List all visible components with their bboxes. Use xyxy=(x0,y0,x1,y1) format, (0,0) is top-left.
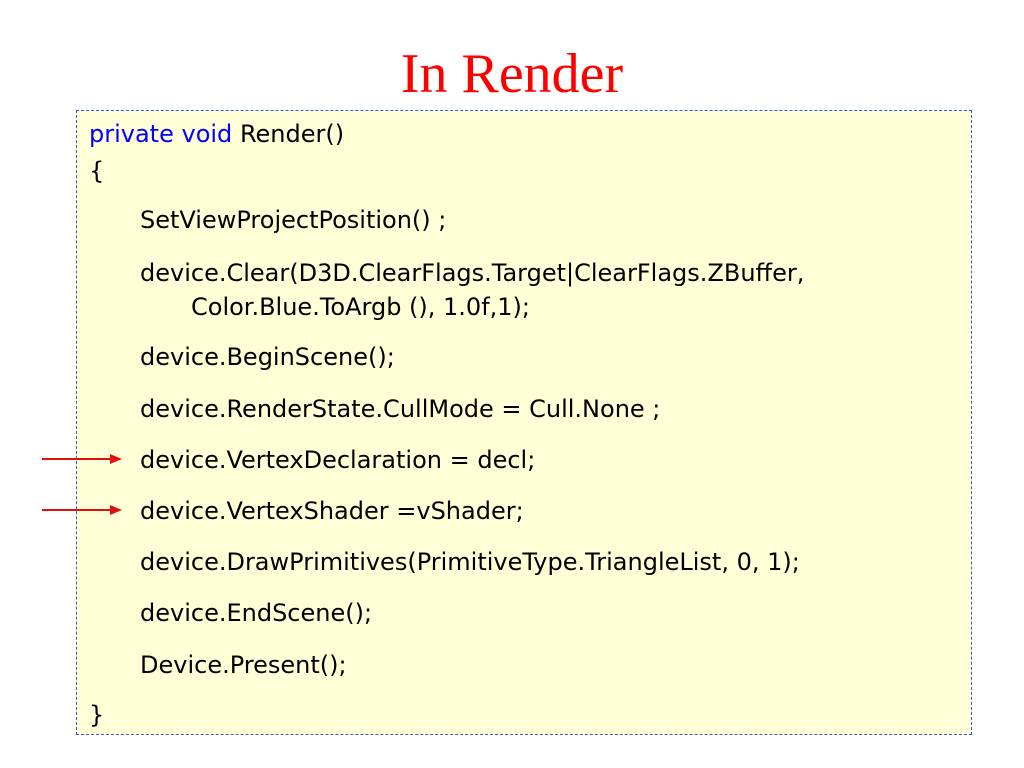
code-line-close-brace: } xyxy=(89,701,105,729)
slide-title: In Render xyxy=(400,43,624,105)
right-arrow-icon xyxy=(42,454,122,464)
code-line: device.Clear(D3D.ClearFlags.Target|Clear… xyxy=(140,259,805,287)
code-line: device.RenderState.CullMode = Cull.None … xyxy=(140,395,661,423)
code-line-highlighted: device.VertexDeclaration = decl; xyxy=(140,446,536,474)
code-line-highlighted: device.VertexShader =vShader; xyxy=(140,497,524,525)
code-line: device.BeginScene(); xyxy=(140,343,395,371)
method-name: Render() xyxy=(239,120,345,148)
code-line-continuation: Color.Blue.ToArgb (), 1.0f,1); xyxy=(191,293,530,321)
code-line: device.DrawPrimitives(PrimitiveType.Tria… xyxy=(140,548,800,576)
code-line: SetViewProjectPosition() ; xyxy=(140,206,447,234)
keyword-private: private xyxy=(89,120,174,148)
code-line: Device.Present(); xyxy=(140,651,347,679)
keyword-void: void xyxy=(181,120,233,148)
right-arrow-icon xyxy=(42,505,122,515)
code-line-signature: private void Render() xyxy=(89,120,344,148)
code-line-open-brace: { xyxy=(89,157,105,185)
code-line: device.EndScene(); xyxy=(140,599,373,627)
code-box: private void Render() { SetViewProjectPo… xyxy=(76,110,972,735)
